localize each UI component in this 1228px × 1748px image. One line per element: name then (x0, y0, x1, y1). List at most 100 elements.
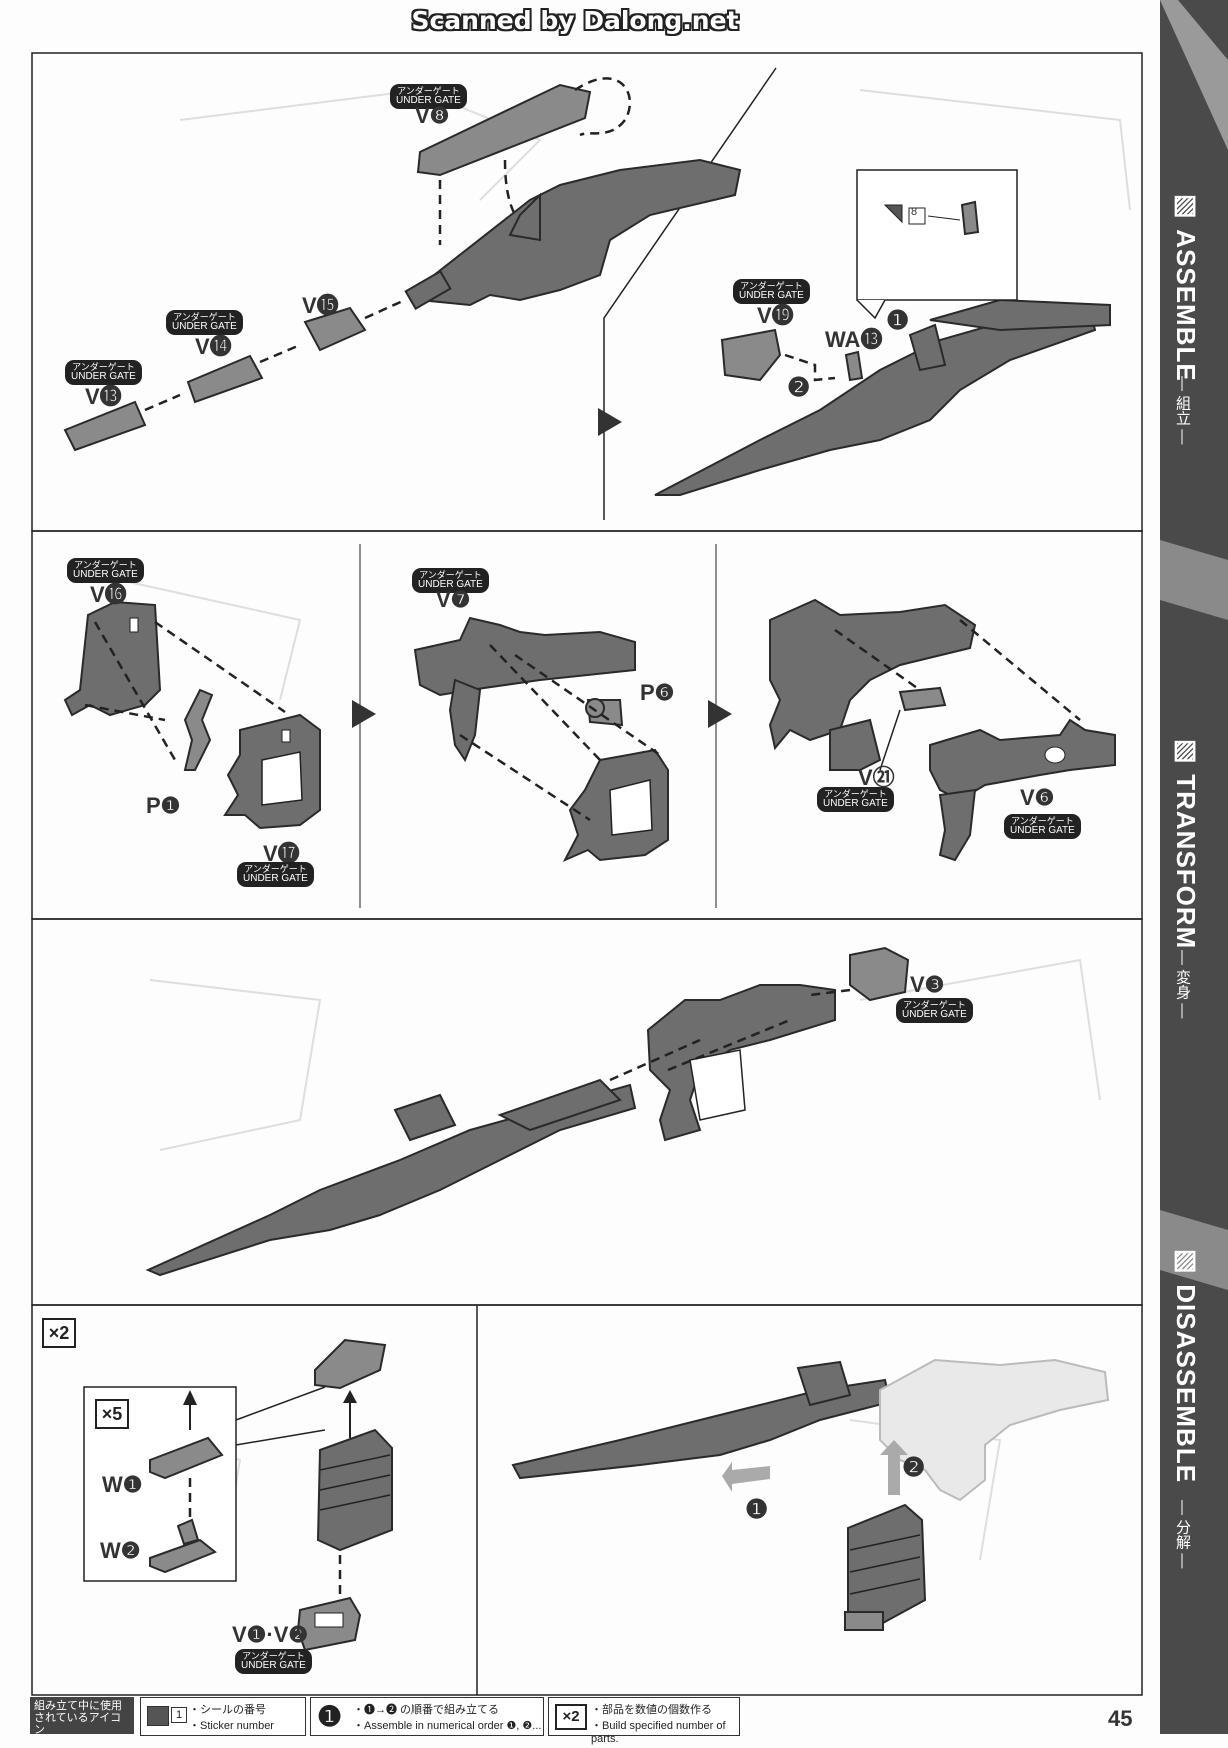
section-title-transform: ▨ TRANSFORM (1170, 735, 1201, 949)
stripe-icon: ▨ (1171, 190, 1201, 230)
gate-jp: アンダーゲート (740, 281, 803, 291)
part-v15-barrel (303, 306, 367, 352)
multiply-icon: ×2 (555, 1704, 587, 1730)
part-label-v15: V⓯ (302, 293, 339, 318)
gate-en: UNDER GATE (71, 371, 136, 382)
step-1-badge: ❶ (745, 1494, 769, 1524)
page-number: 45 (1108, 1706, 1133, 1731)
part-wa13-clip (844, 350, 864, 382)
part-label-v13: V⓭ (85, 384, 122, 409)
arrow-next-1 (598, 408, 622, 436)
section-subtitle-disassemble: — 分解 — (1174, 1500, 1191, 1569)
gate-jp: アンダーゲート (903, 1000, 966, 1010)
part-v8-cover (416, 83, 592, 177)
gate-en: UNDER GATE (172, 321, 237, 332)
legend-title-jp-1: 組み立て中に使用 (34, 1700, 122, 1712)
part-label-v3: V❸ (910, 972, 945, 997)
part-label-v14: V⓮ (195, 334, 232, 359)
gate-jp: アンダーゲート (1011, 816, 1074, 826)
part-assembled-rifle-4 (511, 1360, 892, 1480)
section-title-disassemble: ▨ DISASSEMBLE (1170, 1245, 1201, 1483)
stripe-icon: ▨ (1171, 735, 1201, 775)
gate-en: UNDER GATE (241, 1660, 306, 1671)
part-label-w1: W❶ (102, 1472, 143, 1497)
gate-jp: アンダーゲート (173, 312, 236, 322)
part-label-v21: V㉑ (858, 765, 895, 790)
gate-en: UNDER GATE (243, 873, 308, 884)
legend-order: ❶ ・❶→❷ の順番で組み立てる ・Assemble in numerical … (310, 1697, 544, 1736)
assemble-label: ASSEMBLE (1171, 229, 1201, 382)
symbol-legend: 組み立て中に使用 されているアイコン Symbols used in instr… (30, 1697, 1150, 1745)
instruction-illustrations (31, 52, 1143, 1696)
legend-title-en: Symbols used in instructions (34, 1738, 123, 1745)
legend-title-jp-2: されているアイコン (34, 1712, 122, 1736)
legend-sticker-jp: ・シールの番号 (189, 1704, 266, 1716)
arrow-next-2 (352, 700, 376, 728)
part-assembled-rifle-1 (654, 298, 1111, 496)
part-label-v19: V⓳ (757, 303, 794, 328)
part-v13-barrel (63, 400, 147, 452)
stripe-icon: ▨ (1171, 1245, 1201, 1285)
part-label-v1-v2: V❶·V❷ (232, 1622, 309, 1647)
gate-jp: アンダーゲート (824, 789, 887, 799)
part-label-wa13: WA⓭ (825, 327, 883, 352)
section-subtitle-transform: — 変身 — (1174, 950, 1191, 1019)
disassemble-label: DISASSEMBLE (1171, 1284, 1201, 1484)
step-1-badge: ❶ (886, 305, 910, 335)
sticker-number-icon: 1 (171, 1707, 187, 1723)
part-w1-block (149, 1436, 224, 1480)
gate-en: UNDER GATE (739, 290, 804, 301)
gate-en: UNDER GATE (902, 1009, 967, 1020)
part-v17-grip (223, 713, 321, 830)
part-magazine-4 (844, 1503, 927, 1632)
legend-multiply-en: ・Build specified number of parts. (591, 1720, 726, 1745)
step-2-badge: ❷ (787, 372, 811, 402)
part-v19-cap (720, 328, 782, 382)
part-assembled-frame (768, 598, 977, 771)
part-magazine-base (296, 1596, 362, 1652)
sidebar-decor (1160, 0, 1228, 1290)
part-label-w2: W❷ (100, 1538, 141, 1563)
gate-en: UNDER GATE (396, 95, 461, 106)
part-magazine-stack (316, 1428, 393, 1552)
part-v7-housing (413, 616, 636, 763)
step-2-badge: ❷ (902, 1452, 926, 1482)
order-icon: ❶ (317, 1701, 343, 1732)
section-title-assemble: ▨ ASSEMBLE (1170, 190, 1201, 382)
part-v14-barrel (186, 354, 264, 404)
transform-label: TRANSFORM (1171, 774, 1201, 950)
legend-multiply: ×2 ・部品を数値の個数作る ・Build specified number o… (548, 1697, 740, 1745)
part-p6-pin (585, 698, 624, 727)
part-magazine-top (314, 1338, 387, 1390)
legend-order-jp: ・❶→❷ の順番で組み立てる (353, 1704, 500, 1716)
part-v3-cap (849, 946, 910, 1002)
gate-jp: アンダーゲート (244, 864, 307, 874)
gate-jp: アンダーゲート (397, 86, 460, 96)
part-assembled-rifle-3 (145, 1078, 637, 1277)
sticker-number: 8 (911, 206, 918, 218)
panel-frame-4 (31, 1304, 1143, 1696)
sticker-icon (147, 1706, 169, 1726)
part-v21-clip (898, 686, 947, 712)
part-label-p6: P❻ (640, 680, 675, 705)
sticker-callout (856, 169, 1018, 320)
part-v6-barrel-frame (929, 718, 1116, 862)
arrow-left-gray (722, 1462, 770, 1492)
part-label-p1: P❶ (146, 793, 181, 818)
section-subtitle-assemble: — 組立 — (1174, 376, 1191, 445)
part-grip-2 (562, 748, 669, 863)
legend-multiply-jp: ・部品を数値の個数作る (591, 1704, 712, 1716)
gate-en: UNDER GATE (418, 579, 483, 590)
legend-sticker: 1 ・シールの番号 ・Sticker number (140, 1697, 306, 1736)
legend-title: 組み立て中に使用 されているアイコン Symbols used in instr… (30, 1697, 134, 1745)
gate-jp: アンダーゲート (74, 560, 137, 570)
part-label-v17: V⓱ (263, 841, 300, 866)
